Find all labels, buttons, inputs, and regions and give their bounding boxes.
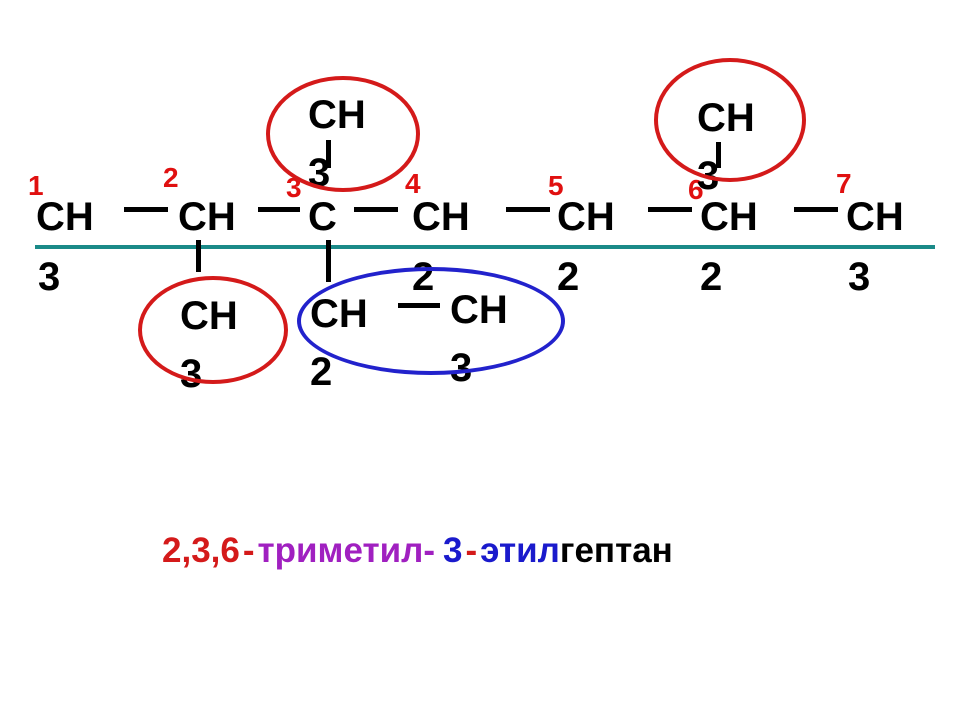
carbon-number-2: 2 xyxy=(163,162,179,193)
chain-carbon-7-symbol: CH xyxy=(846,195,904,239)
carbon-number-7: 7 xyxy=(836,168,852,199)
methyl-circle-c6-top xyxy=(654,58,806,182)
compound-name: 2,3,6-триметил-3-этилгептан xyxy=(162,533,673,568)
carbon-number-4: 4 xyxy=(405,168,421,199)
ethyl-circle xyxy=(297,267,565,375)
main-chain-axis-line xyxy=(35,245,935,249)
name-dash-2: - xyxy=(465,531,478,570)
bond-c5-c6 xyxy=(648,207,692,212)
ethyl-ch2-subscript: 2 xyxy=(310,350,333,394)
chain-carbon-5-subscript: 2 xyxy=(557,255,580,299)
bond-c1-c2 xyxy=(124,207,168,212)
carbon-number-5: 5 xyxy=(548,170,564,201)
bond-c3-ethyl xyxy=(326,240,331,282)
chain-carbon-7-subscript: 3 xyxy=(848,255,871,299)
methyl-circle-c2-bottom xyxy=(138,276,288,384)
name-methyl-locants: 2,3,6 xyxy=(162,531,240,570)
bond-c2-bottom-methyl xyxy=(196,240,201,272)
chain-carbon-6-symbol: CH xyxy=(700,195,758,239)
chain-carbon-1-symbol: CH xyxy=(36,195,94,239)
chain-carbon-2-symbol: CH xyxy=(178,195,236,239)
bond-c4-c5 xyxy=(506,207,550,212)
name-dash-1: - xyxy=(242,531,255,570)
methyl-circle-c3-top xyxy=(266,76,420,192)
chain-carbon-3-symbol: C xyxy=(308,195,337,239)
chain-carbon-6-subscript: 2 xyxy=(700,255,723,299)
name-methyl-part: триметил- xyxy=(257,531,435,570)
bond-c2-c3 xyxy=(258,207,300,212)
bond-c6-c7 xyxy=(794,207,838,212)
chain-carbon-4-symbol: CH xyxy=(412,195,470,239)
name-ethyl-part: этил xyxy=(480,531,560,570)
carbon-number-1: 1 xyxy=(28,170,44,201)
name-ethyl-locant: 3 xyxy=(443,531,463,570)
carbon-number-6: 6 xyxy=(688,174,704,205)
chain-carbon-5-symbol: CH xyxy=(557,195,615,239)
chain-carbon-1-subscript: 3 xyxy=(38,255,61,299)
name-parent: гептан xyxy=(559,531,673,570)
bond-c3-c4 xyxy=(354,207,398,212)
